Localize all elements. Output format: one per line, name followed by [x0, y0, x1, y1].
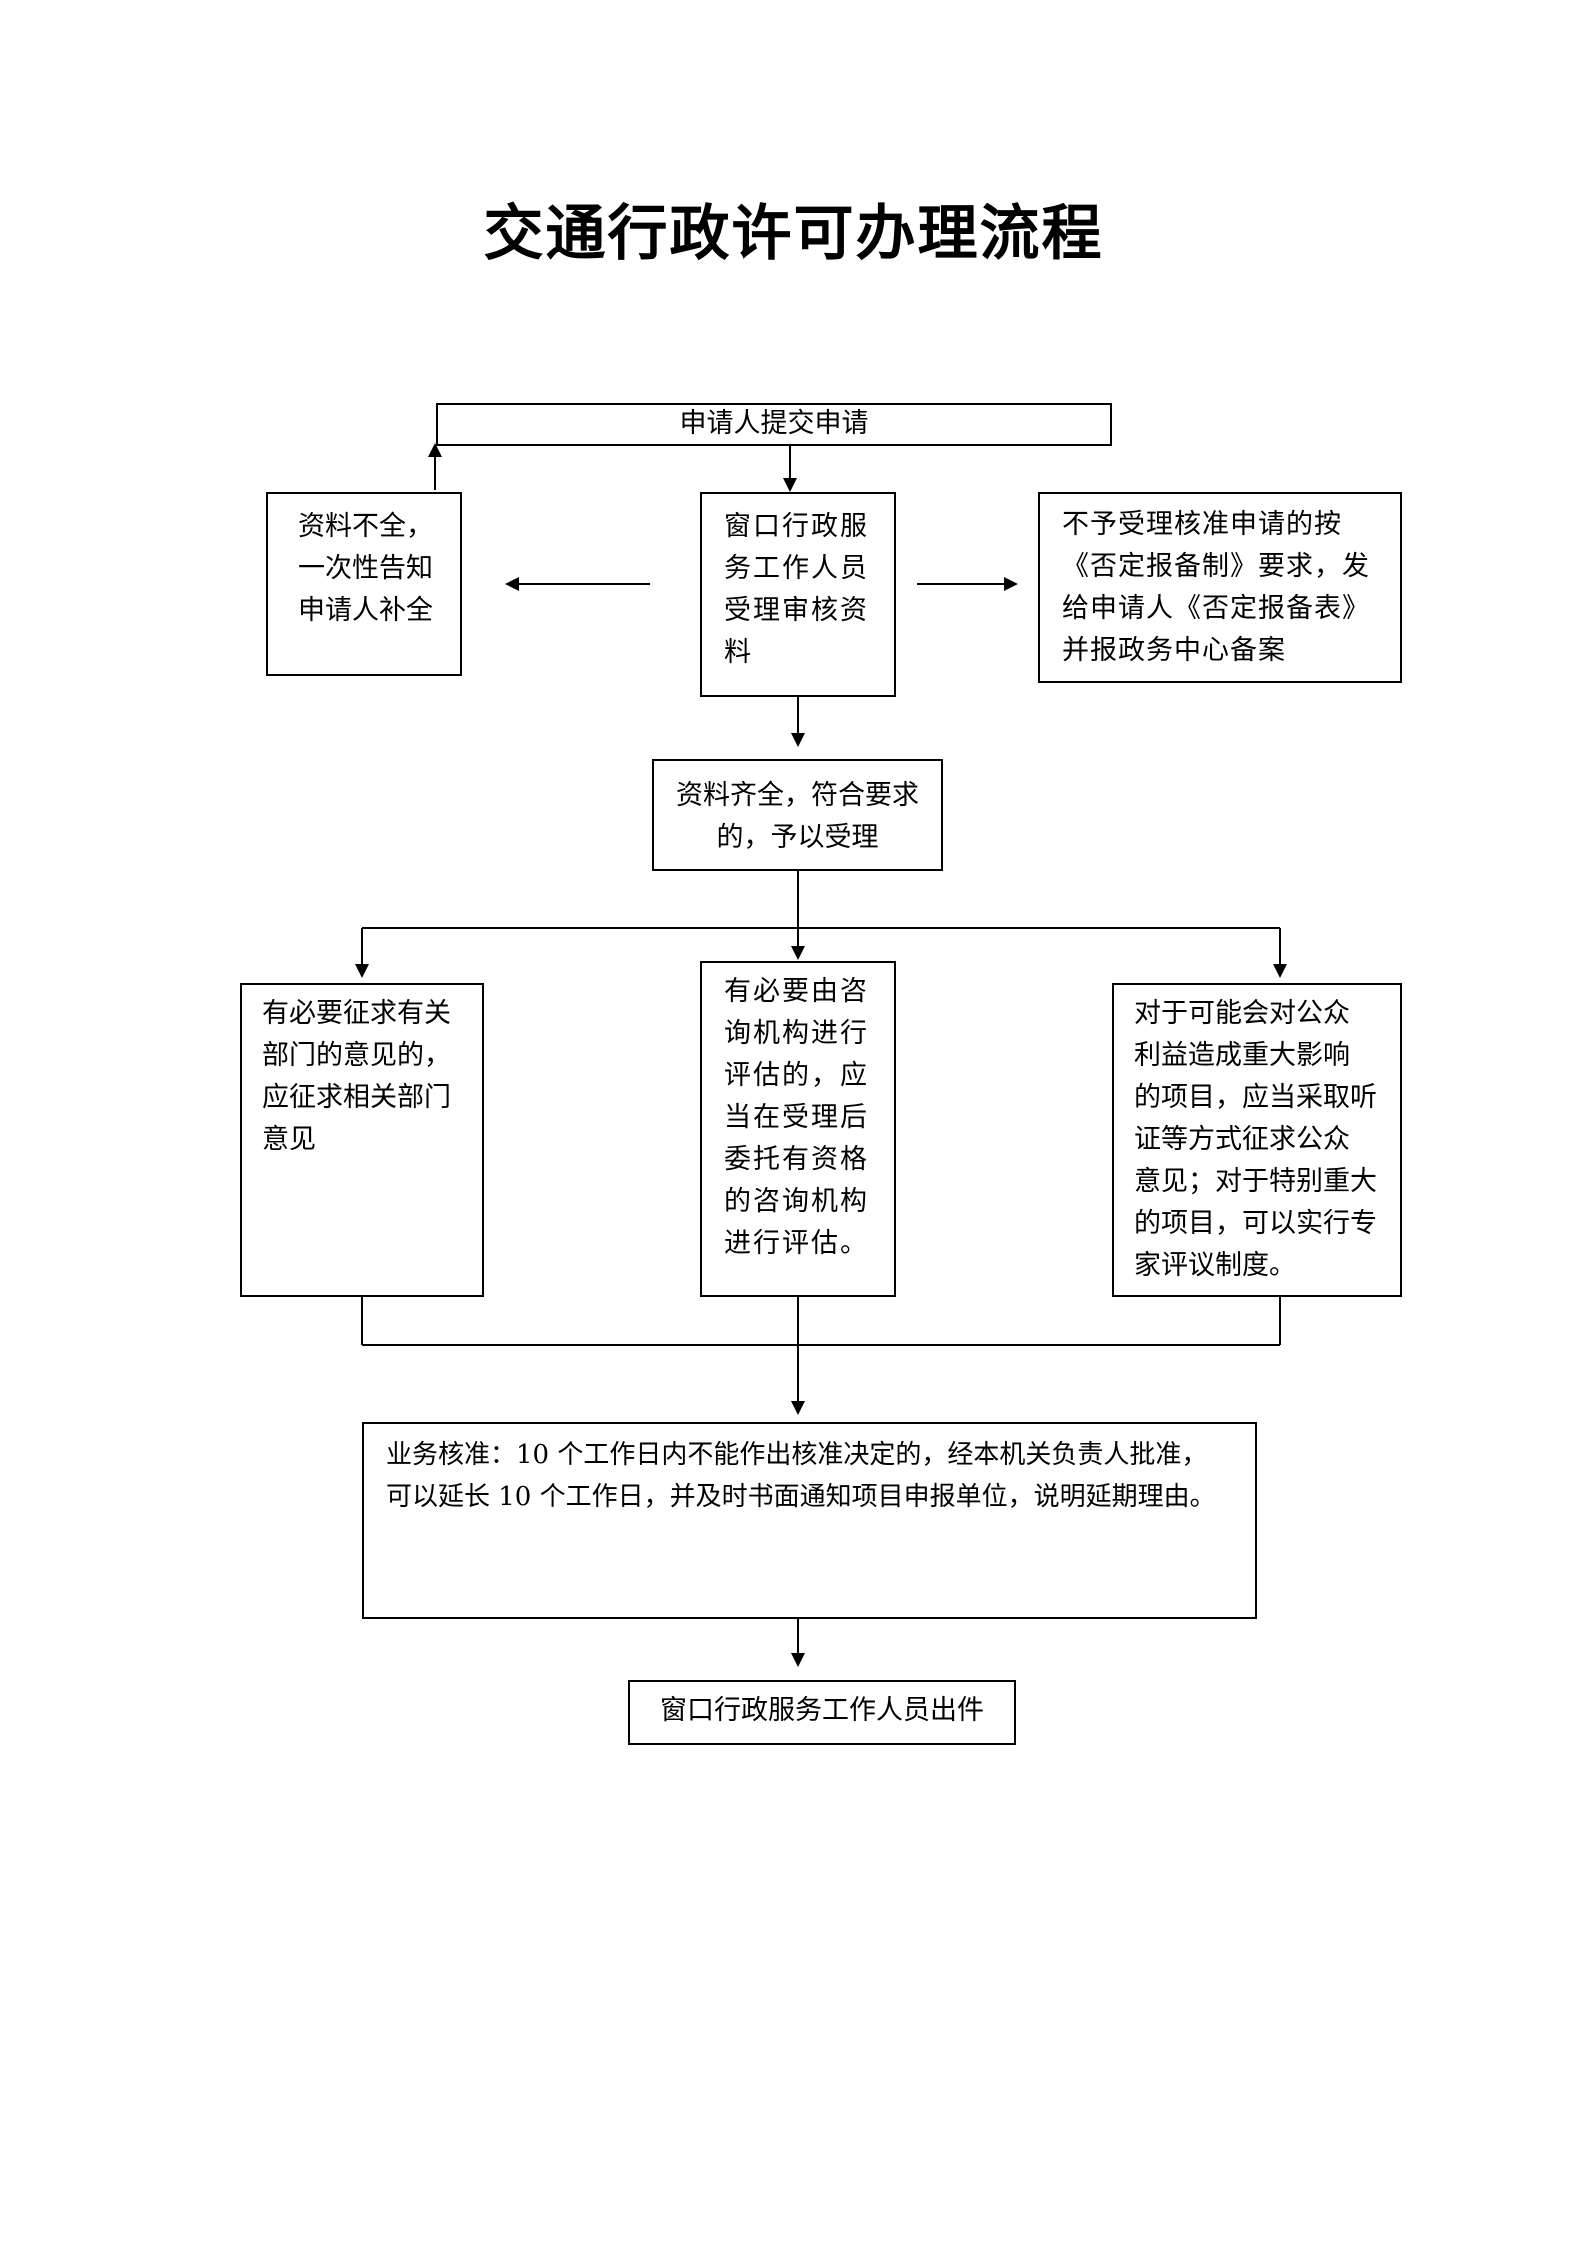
node-rejected-filing-text: 不予受理核准申请的按 《否定报备制》要求，发 给申请人《否定报备表》 并报政务中… [1062, 509, 1370, 666]
node-rejected-filing: 不予受理核准申请的按 《否定报备制》要求，发 给申请人《否定报备表》 并报政务中… [1038, 492, 1402, 683]
node-department-opinion-text: 有必要征求有关 部门的意见的， 应征求相关部门 意见 [262, 998, 451, 1155]
node-window-review: 窗口行政服 务工作人员 受理审核资 料 [700, 492, 896, 697]
page-title: 交通行政许可办理流程 [483, 199, 1104, 269]
node-accepted: 资料齐全，符合要求 的，予以受理 [652, 759, 943, 871]
node-issue-certificate: 窗口行政服务工作人员出件 [628, 1680, 1016, 1745]
node-department-opinion: 有必要征求有关 部门的意见的， 应征求相关部门 意见 [240, 983, 484, 1297]
node-business-approval: 业务核准：10 个工作日内不能作出核准决定的，经本机关负责人批准， 可以延长 1… [362, 1422, 1257, 1619]
node-accepted-text: 资料齐全，符合要求 的，予以受理 [676, 780, 919, 853]
node-public-hearing-text: 对于可能会对公众 利益造成重大影响 的项目，应当采取听 证等方式征求公众 意见；… [1134, 998, 1377, 1281]
node-window-review-text: 窗口行政服 务工作人员 受理审核资 料 [724, 511, 869, 668]
node-submit-application: 申请人提交申请 [436, 403, 1112, 446]
node-consult-evaluation: 有必要由咨 询机构进行 评估的，应 当在受理后 委托有资格 的咨询机构 进行评估… [700, 961, 896, 1297]
node-incomplete-materials: 资料不全， 一次性告知 申请人补全 [266, 492, 462, 676]
node-business-approval-text: 业务核准：10 个工作日内不能作出核准决定的，经本机关负责人批准， 可以延长 1… [386, 1440, 1216, 1512]
node-consult-evaluation-text: 有必要由咨 询机构进行 评估的，应 当在受理后 委托有资格 的咨询机构 进行评估… [724, 976, 869, 1259]
node-issue-certificate-text: 窗口行政服务工作人员出件 [660, 1695, 984, 1726]
node-submit-application-text: 申请人提交申请 [679, 408, 869, 439]
node-public-hearing: 对于可能会对公众 利益造成重大影响 的项目，应当采取听 证等方式征求公众 意见；… [1112, 983, 1402, 1297]
node-incomplete-materials-text: 资料不全， 一次性告知 申请人补全 [298, 511, 433, 626]
